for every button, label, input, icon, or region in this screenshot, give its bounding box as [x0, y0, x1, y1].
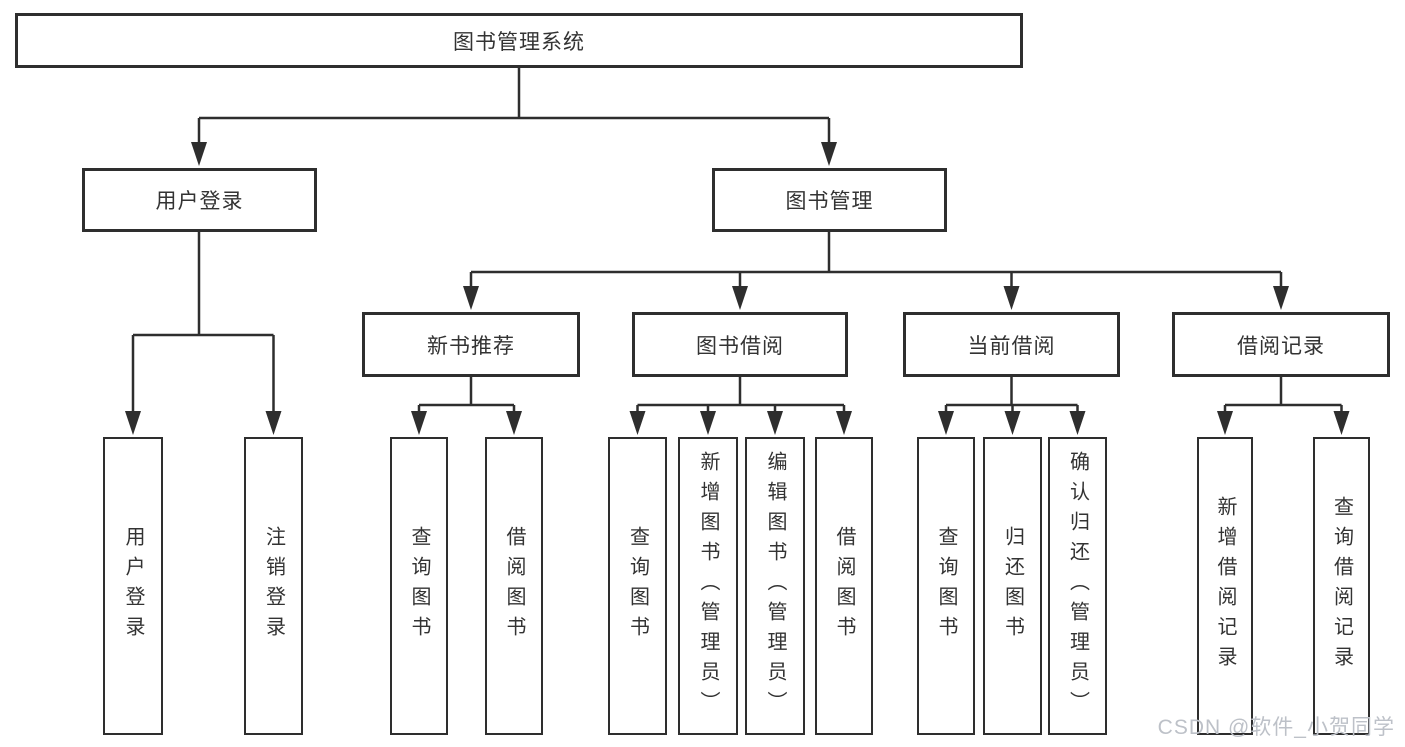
node-book-borrowing-label: 图书借阅 — [696, 334, 784, 358]
leaf-label: 新增借阅记录 — [1214, 496, 1236, 676]
leaf-add-book-admin: 新增图书（管理员） — [678, 437, 738, 735]
leaf-user-login: 用户登录 — [103, 437, 163, 735]
node-new-book-recommend: 新书推荐 — [362, 312, 580, 377]
node-book-management-label: 图书管理 — [785, 190, 874, 213]
node-borrowing-records: 借阅记录 — [1172, 312, 1390, 377]
node-current-borrowing-label: 当前借阅 — [967, 334, 1056, 358]
leaf-label: 编辑图书（管理员） — [764, 451, 786, 721]
node-new-book-recommend-label: 新书推荐 — [427, 334, 515, 358]
leaf-add-borrow-record: 新增借阅记录 — [1197, 437, 1253, 735]
leaf-query-books-current: 查询图书 — [917, 437, 975, 735]
leaf-query-books-borrowing: 查询图书 — [608, 437, 667, 735]
leaf-label: 用户登录 — [122, 526, 144, 646]
leaf-label: 归还图书 — [1001, 526, 1024, 646]
leaf-label: 查询图书 — [626, 526, 649, 646]
leaf-logout: 注销登录 — [244, 437, 303, 735]
node-user-login-label: 用户登录 — [155, 190, 244, 213]
node-current-borrowing: 当前借阅 — [903, 312, 1120, 377]
leaf-label: 注销登录 — [262, 526, 285, 646]
arrowheads — [125, 142, 1350, 435]
leaf-label: 查询图书 — [935, 526, 957, 646]
node-book-borrowing: 图书借阅 — [632, 312, 848, 377]
leaf-edit-book-admin: 编辑图书（管理员） — [745, 437, 805, 735]
node-root: 图书管理系统 — [15, 13, 1023, 68]
node-user-login: 用户登录 — [82, 168, 317, 232]
leaf-label: 借阅图书 — [833, 526, 855, 646]
leaf-label: 新增图书（管理员） — [697, 451, 719, 721]
node-borrowing-records-label: 借阅记录 — [1237, 334, 1325, 358]
leaf-query-books-recommend: 查询图书 — [390, 437, 448, 735]
leaf-label: 查询借阅记录 — [1330, 496, 1353, 676]
leaf-confirm-return-admin: 确认归还（管理员） — [1048, 437, 1107, 735]
leaf-borrow-books-recommend: 借阅图书 — [485, 437, 543, 735]
leaf-return-books: 归还图书 — [983, 437, 1042, 735]
leaf-borrow-books: 借阅图书 — [815, 437, 873, 735]
leaf-label: 借阅图书 — [503, 526, 525, 646]
leaf-label: 查询图书 — [408, 526, 430, 646]
leaf-label: 确认归还（管理员） — [1066, 451, 1089, 721]
node-book-management: 图书管理 — [712, 168, 947, 232]
node-root-label: 图书管理系统 — [453, 30, 585, 54]
leaf-query-borrow-record: 查询借阅记录 — [1313, 437, 1370, 735]
csdn-watermark: CSDN @软件_小贺同学 — [1157, 716, 1395, 739]
